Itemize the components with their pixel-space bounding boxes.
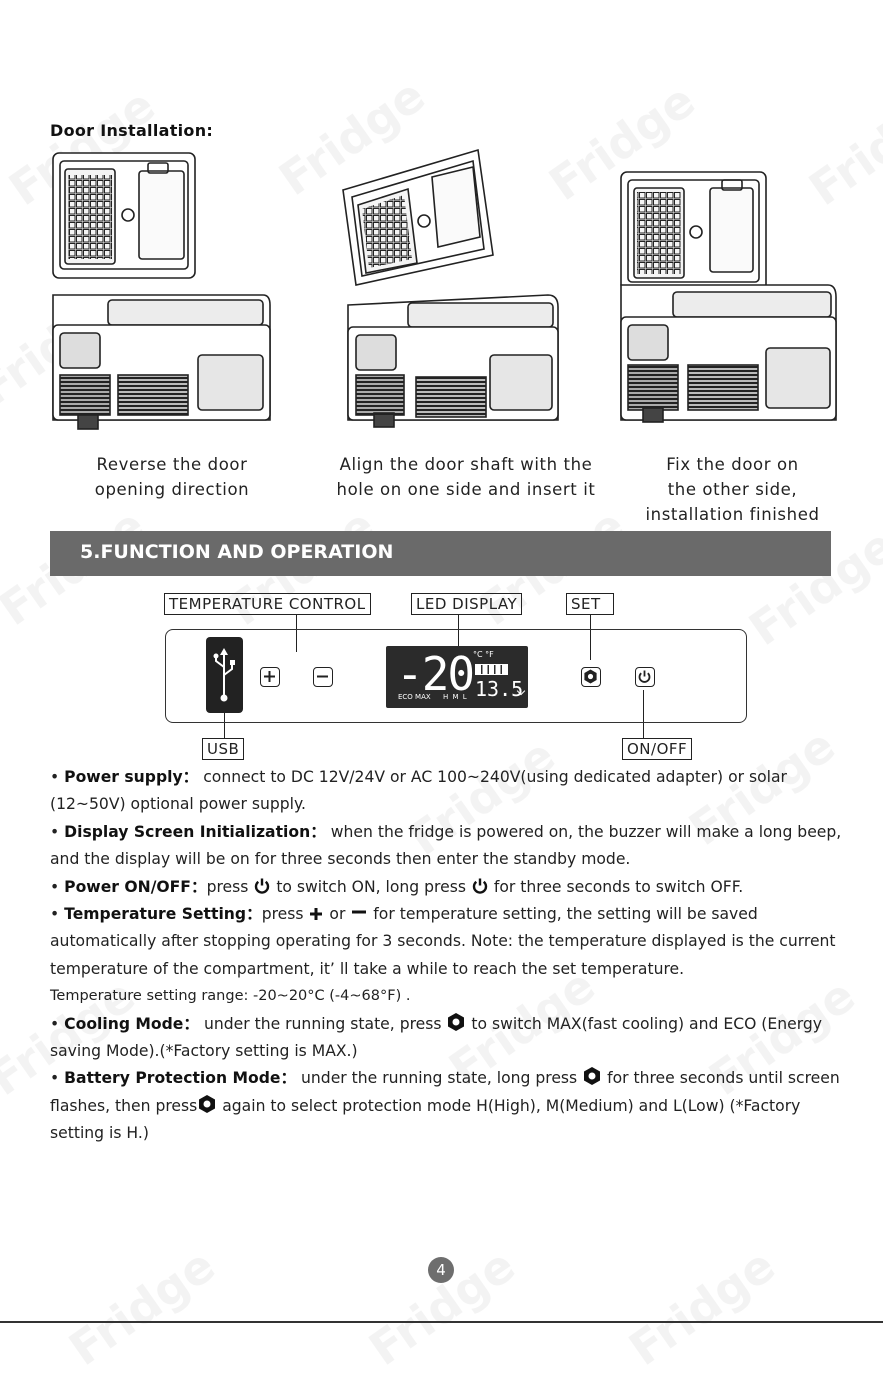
instruction-text: press	[261, 905, 309, 924]
instruction-text: for three seconds until screen flashes, …	[50, 1069, 840, 1115]
gear-icon	[448, 1012, 465, 1031]
instruction-text: under the running state, long press	[301, 1069, 583, 1088]
instruction-label: Power supply	[64, 768, 183, 786]
fridge-step2-illustration	[342, 148, 559, 428]
instruction-text: to switch MAX(fast cooling) and ECO (Ene…	[50, 1014, 822, 1061]
display-modes: ECO MAX	[398, 693, 431, 701]
fridge-step1-illustration	[52, 152, 271, 430]
power-button[interactable]	[635, 667, 655, 687]
plus-icon	[264, 671, 275, 682]
separator: ：	[246, 905, 262, 924]
power-icon	[255, 878, 270, 894]
plus-button[interactable]	[260, 667, 280, 687]
caption-line: Fix the door on	[666, 455, 799, 474]
usb-port[interactable]	[206, 637, 243, 713]
instructions-text: • Power supply： connect to DC 12V/24V or…	[50, 764, 850, 1148]
set-button[interactable]	[581, 667, 601, 687]
led-display: -20 °C °F ECO MAX H M L 13.5	[386, 646, 528, 708]
fridge-step3-illustration	[620, 171, 837, 423]
instruction-temperature-range: Temperature setting range: -20~20°C (-4~…	[50, 988, 411, 1005]
instruction-text: again to select protection mode H(High),…	[50, 1096, 801, 1143]
display-temperature: -20	[396, 647, 475, 701]
usb-icon	[213, 648, 235, 702]
instruction-cooling-mode: • Cooling Mode： under the running state,…	[50, 1011, 850, 1066]
led-display-label: LED DISPLAY	[411, 593, 523, 615]
leader-line	[224, 712, 225, 739]
usb-label: USB	[202, 738, 245, 760]
separator: ：	[182, 768, 199, 786]
instruction-battery-protection: • Battery Protection Mode： under the run…	[50, 1065, 850, 1147]
set-label: SET	[566, 593, 614, 615]
section-title: 5.FUNCTION AND OPERATION	[80, 541, 394, 563]
on-off-label: ON/OFF	[622, 738, 693, 760]
caption-line: hole on one side and insert it	[336, 480, 596, 499]
instruction-temperature-setting: • Temperature Setting：press or for tempe…	[50, 905, 836, 978]
page-number: 4	[428, 1257, 454, 1283]
battery-bar	[475, 664, 508, 675]
caption-line: opening direction	[94, 480, 250, 499]
instruction-label: Power ON/OFF	[64, 877, 191, 896]
instruction-text: or	[324, 905, 351, 924]
temperature-control-label: TEMPERATURE CONTROL	[164, 593, 371, 615]
section-header-bar: 5.FUNCTION AND OPERATION	[50, 531, 831, 576]
instruction-label: Display Screen Initialization	[64, 822, 311, 841]
instruction-text: press	[206, 877, 254, 896]
instruction-text: to switch ON, long press	[271, 877, 471, 896]
leader-line	[296, 614, 297, 652]
step2-caption: Align the door shaft with the hole on on…	[330, 452, 602, 502]
control-panel: -20 °C °F ECO MAX H M L 13.5	[165, 629, 747, 723]
instruction-power-supply: • Power supply： connect to DC 12V/24V or…	[50, 768, 787, 814]
power-icon	[472, 878, 488, 894]
gear-icon	[199, 1094, 216, 1113]
caption-line: Align the door shaft with the	[339, 455, 593, 474]
instruction-text: for three seconds to switch OFF.	[488, 877, 744, 896]
door-installation-title: Door Installation:	[50, 121, 214, 140]
display-levels: H M L	[443, 693, 468, 701]
step3-caption: Fix the door on the other side, installa…	[630, 452, 835, 527]
instruction-power-onoff: • Power ON/OFF：press to switch ON, long …	[50, 877, 744, 896]
leader-line	[458, 614, 459, 648]
minus-button[interactable]	[313, 667, 333, 687]
minus-icon	[317, 675, 328, 678]
instruction-label: Temperature Setting	[64, 905, 247, 924]
caption-line: the other side,	[667, 480, 798, 499]
instruction-text: connect to DC 12V/24V or AC 100~240V(usi…	[50, 768, 787, 814]
separator: ：	[280, 1069, 297, 1088]
separator: ：	[183, 1014, 199, 1033]
instruction-text: for temperature setting, the setting wil…	[50, 905, 836, 978]
power-icon	[638, 670, 651, 683]
gear-icon	[584, 669, 597, 684]
leader-line	[590, 614, 591, 660]
caption-line: Reverse the door	[96, 455, 248, 474]
display-units: °C °F	[473, 650, 494, 659]
leader-line	[643, 690, 644, 738]
plus-icon	[310, 908, 323, 921]
watermark: Fridge	[619, 1238, 784, 1376]
minus-icon	[352, 910, 367, 914]
instruction-label: Cooling Mode	[64, 1014, 184, 1033]
instruction-label: Battery Protection Mode	[64, 1069, 281, 1088]
separator: ：	[190, 877, 207, 896]
instruction-text: when the fridge is powered on, the buzze…	[50, 822, 842, 869]
watermark: Fridge	[59, 1238, 224, 1376]
separator: ：	[310, 822, 326, 841]
instruction-display-init: • Display Screen Initialization： when th…	[50, 822, 842, 869]
step1-caption: Reverse the door opening direction	[72, 452, 272, 502]
caption-line: installation finished	[645, 505, 820, 524]
display-voltage: 13.5	[475, 677, 524, 701]
instruction-text: under the running state, press	[203, 1014, 447, 1033]
gear-icon	[584, 1067, 601, 1086]
bottom-divider	[0, 1321, 883, 1323]
